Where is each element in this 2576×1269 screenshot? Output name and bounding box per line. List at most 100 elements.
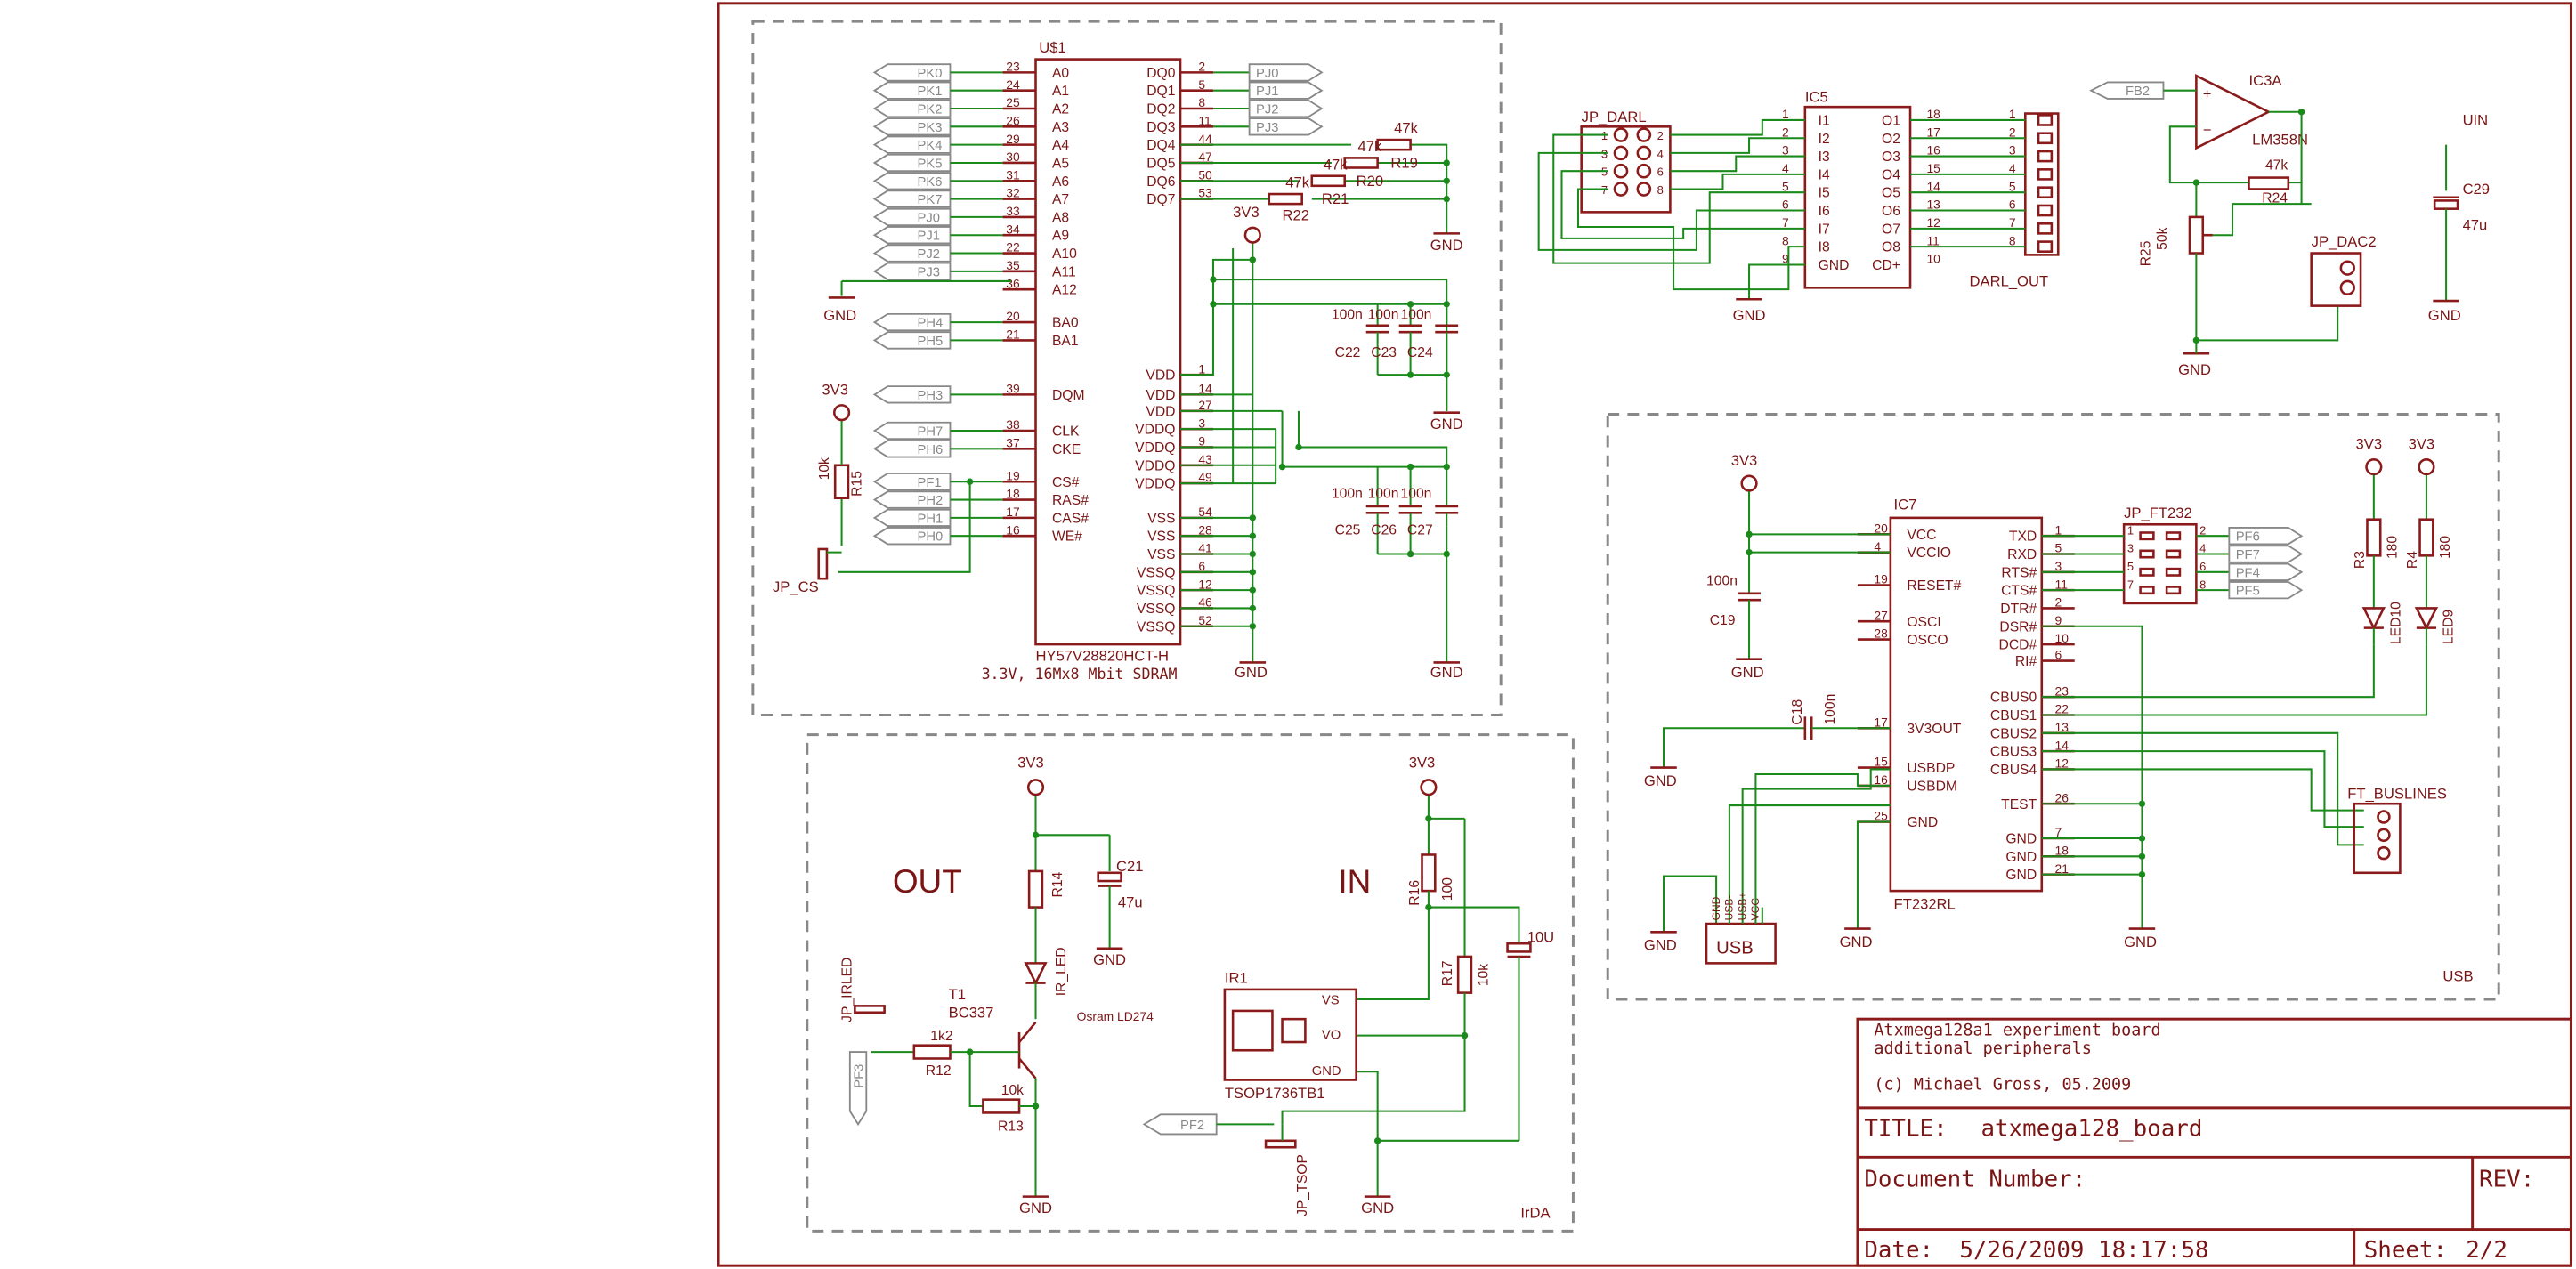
sdram-pin-num: 41 (1198, 541, 1212, 555)
sdram-pin-vdd: VDD (1146, 368, 1175, 384)
docnum-label: Document Number: (1864, 1167, 2086, 1193)
r15-value: 10k (817, 457, 832, 480)
sdram-desc: 3.3V, 16Mx8 Mbit SDRAM (982, 666, 1178, 683)
port-label: PK3 (918, 121, 943, 135)
sdram-pin-num: 12 (1198, 577, 1211, 591)
sdram-pin-dq0: DQ0 (1146, 66, 1176, 81)
ft-pin-resetn: RESET# (1907, 578, 1961, 594)
darl-pin-o6: O6 (1882, 204, 1900, 219)
port-label: PH5 (918, 335, 944, 349)
svg-text:4: 4 (1874, 539, 1881, 554)
port-label: PJ0 (1256, 67, 1278, 81)
opamp-ref: IC3A (2248, 72, 2282, 89)
ft-pin-rin: RI# (2015, 654, 2037, 669)
t1-gnd: GND (1019, 1200, 1052, 1216)
port-label: PJ3 (1256, 121, 1278, 135)
port-label: PH4 (918, 317, 944, 331)
svg-text:7: 7 (2009, 215, 2016, 230)
svg-text:14: 14 (2055, 738, 2070, 752)
ft-pin-vccio: VCCIO (1907, 546, 1951, 561)
title-line2: additional peripherals (1874, 1039, 2091, 1058)
sdram-gnd2: GND (1430, 237, 1463, 254)
svg-text:13: 13 (1926, 198, 1940, 212)
r17-ref: R17 (1440, 960, 1455, 986)
sdram-pin-dq7: DQ7 (1146, 192, 1175, 207)
sdram-pin-a7: A7 (1052, 192, 1069, 207)
c18-gnd: GND (1644, 772, 1677, 789)
c23-ref: C23 (1371, 345, 1397, 360)
darl-pin-i1: I1 (1819, 113, 1830, 128)
jp-darl-label: JP_DARL (1582, 109, 1647, 125)
sdram-pin-a12: A12 (1052, 283, 1077, 298)
svg-text:15: 15 (1926, 161, 1940, 175)
svg-text:10: 10 (2055, 631, 2070, 645)
darl-gnd: GND (1733, 307, 1766, 324)
svg-text:8: 8 (2009, 233, 2016, 247)
port-label: PK2 (918, 103, 943, 117)
sdram-pin-dqm: DQM (1052, 388, 1085, 403)
sdram-gnd5: GND (1430, 664, 1463, 681)
sdram-pin-a6: A6 (1052, 174, 1069, 190)
svg-text:2: 2 (1782, 125, 1789, 139)
sdram-pin-a8: A8 (1052, 210, 1069, 225)
r19-value2: 47k (1357, 138, 1381, 155)
usb-gnd: GND (1644, 937, 1677, 954)
darl-pin-i7: I7 (1819, 222, 1830, 237)
darl-pin-cdp: CD+ (1872, 258, 1900, 273)
t1-ref: T1 (949, 986, 966, 1003)
sheet-frame (717, 2, 2572, 1267)
svg-text:17: 17 (1926, 125, 1940, 139)
darl-pin-o2: O2 (1882, 132, 1900, 147)
sdram-pin-a9: A9 (1052, 229, 1069, 244)
sdram-pin-vddq: VDDQ (1135, 441, 1175, 456)
sdram-pin-casn: CAS# (1052, 511, 1089, 526)
sdram-pin-vddq: VDDQ (1135, 477, 1175, 492)
r17-value: 10k (1476, 964, 1491, 986)
svg-text:22: 22 (2055, 702, 2069, 716)
date-label: Date: (1864, 1237, 1933, 1264)
darl-pin-i8: I8 (1819, 240, 1830, 255)
sdram-pin-num: 37 (1006, 435, 1019, 449)
darl-pin-i3: I3 (1819, 150, 1830, 165)
svg-text:2: 2 (2009, 125, 2016, 139)
c19-value: 100n (1706, 574, 1738, 589)
ft232-left-pins: VCC20VCCIO4RESET#19OSCI27OSCO283V3OUT17U… (1857, 521, 1962, 830)
sdram-pin-num: 18 (1006, 487, 1020, 501)
r12-value: 1k2 (930, 1029, 952, 1044)
r24-ref: R24 (2262, 190, 2288, 206)
date-value: 5/26/2009 18:17:58 (1959, 1237, 2208, 1264)
svg-text:1: 1 (2127, 523, 2134, 537)
sdram-pin-clk: CLK (1052, 424, 1080, 440)
svg-text:2: 2 (2199, 523, 2206, 537)
ft-pin-vcc: VCC (1907, 528, 1936, 543)
sdram-pin-num: 2 (1198, 60, 1205, 74)
ir-led-part: Osram LD274 (1077, 1009, 1154, 1023)
sdram-pin-rasn: RAS# (1052, 493, 1089, 508)
r20-ref: R20 (1357, 173, 1383, 190)
r4-ref: R4 (2405, 551, 2420, 569)
svg-text:16: 16 (1874, 772, 1888, 787)
opamp-part: LM358N (2252, 132, 2308, 149)
svg-text:16: 16 (1926, 143, 1940, 158)
sdram-pin-num: 6 (1198, 559, 1205, 573)
c22-ref: C22 (1335, 345, 1361, 360)
svg-text:7: 7 (2055, 825, 2062, 839)
darl-out-label: DARL_OUT (1970, 272, 2049, 289)
svg-text:4: 4 (2199, 542, 2206, 555)
svg-text:4: 4 (1782, 161, 1789, 175)
title-line3: (c) Michael Gross, 05.2009 (1874, 1076, 2131, 1095)
ft-gnd2: GND (2124, 934, 2157, 950)
svg-text:2: 2 (1657, 129, 1664, 142)
sdram-pin-vss: VSS (1147, 511, 1175, 526)
r15-ref: R15 (850, 471, 865, 497)
svg-text:26: 26 (2055, 790, 2070, 804)
port-label: PF7 (2236, 548, 2260, 562)
ft-pin-cbus4: CBUS4 (1990, 763, 2037, 778)
port-pf6 (2228, 527, 2304, 546)
svg-text:8: 8 (1657, 183, 1664, 197)
sdram-pin-a2: A2 (1052, 102, 1069, 117)
darl-ic-ref: IC5 (1805, 89, 1828, 106)
